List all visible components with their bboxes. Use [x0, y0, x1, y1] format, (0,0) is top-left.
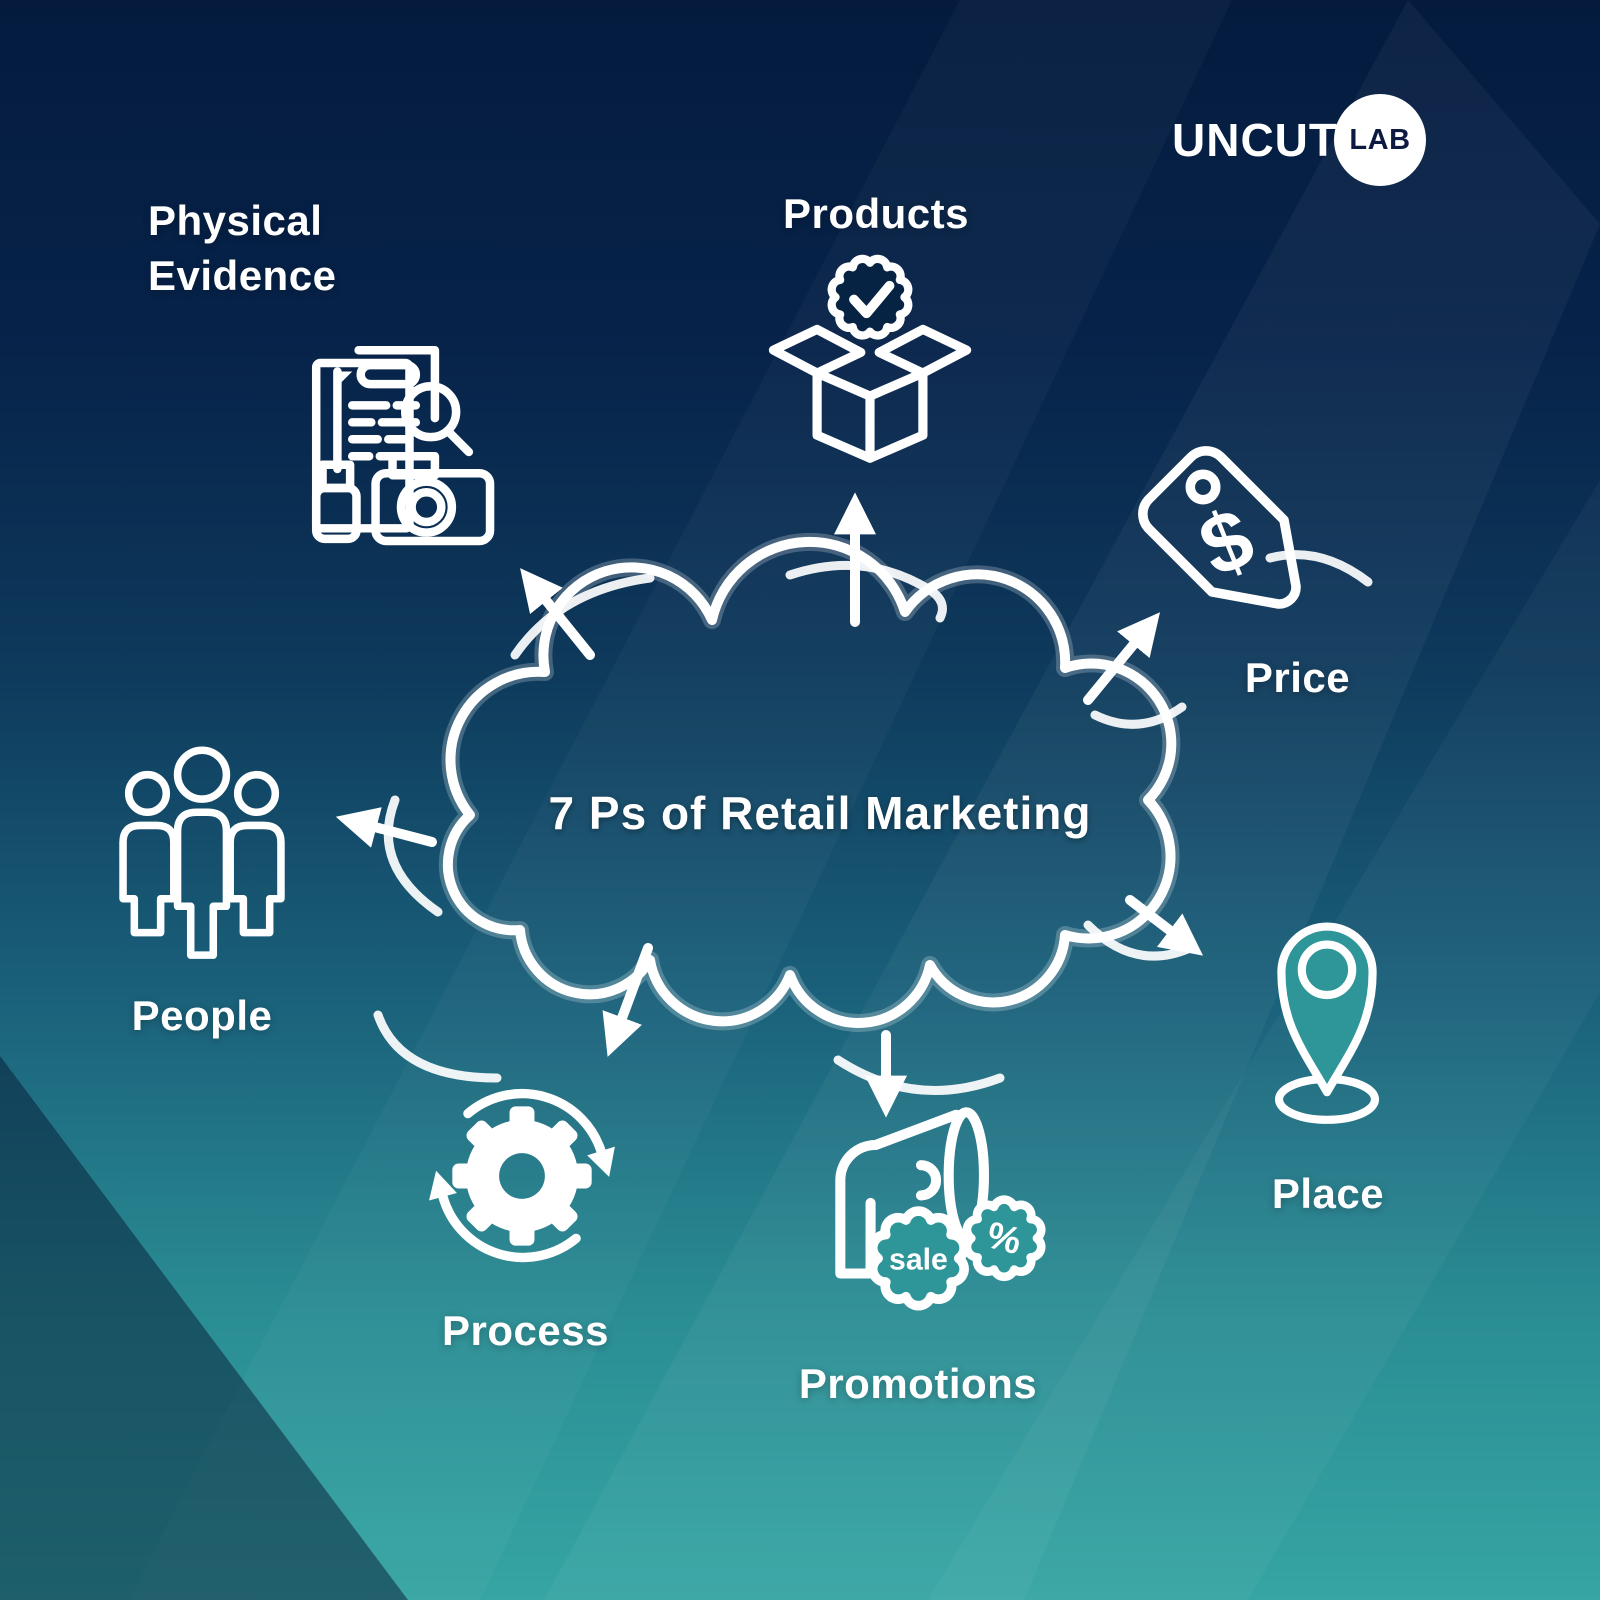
arrow-physical-evidence [520, 568, 595, 660]
sale-badge: sale [867, 1206, 969, 1311]
arrow-people [335, 807, 437, 848]
center-title: 7 Ps of Retail Marketing [548, 787, 1092, 839]
brand-logo: UNCUT LAB [1172, 92, 1426, 188]
arrow-process [602, 943, 653, 1057]
promotions-megaphone-icon: % sale [835, 1107, 1046, 1311]
label-physical-evidence: Physical Evidence [148, 197, 337, 300]
arrow-price [1083, 612, 1160, 705]
percent-badge: % [962, 1195, 1046, 1282]
cloud-shape [438, 532, 1181, 1032]
label-people: People [131, 992, 273, 1039]
brand-badge-text: LAB [1349, 123, 1411, 156]
physical-evidence-icon [311, 346, 495, 546]
products-icon [768, 254, 972, 463]
brand-badge-circle: LAB [1333, 94, 1426, 186]
brand-name: UNCUT [1172, 114, 1338, 166]
people-icon [119, 746, 285, 959]
sale-text: sale [889, 1244, 948, 1277]
arrows [335, 492, 1204, 1118]
label-price: Price [1244, 654, 1351, 701]
label-products: Products [782, 190, 970, 237]
arrow-place [1125, 895, 1204, 956]
label-process: Process [442, 1307, 609, 1354]
place-pin-icon [1274, 922, 1380, 1124]
label-place: Place [1271, 1170, 1385, 1217]
process-gear-icon [429, 1088, 615, 1263]
cloud-echo-arcs [373, 550, 1373, 1095]
price-tag-icon: $ [1138, 446, 1301, 609]
label-promotions: Promotions [798, 1360, 1038, 1407]
